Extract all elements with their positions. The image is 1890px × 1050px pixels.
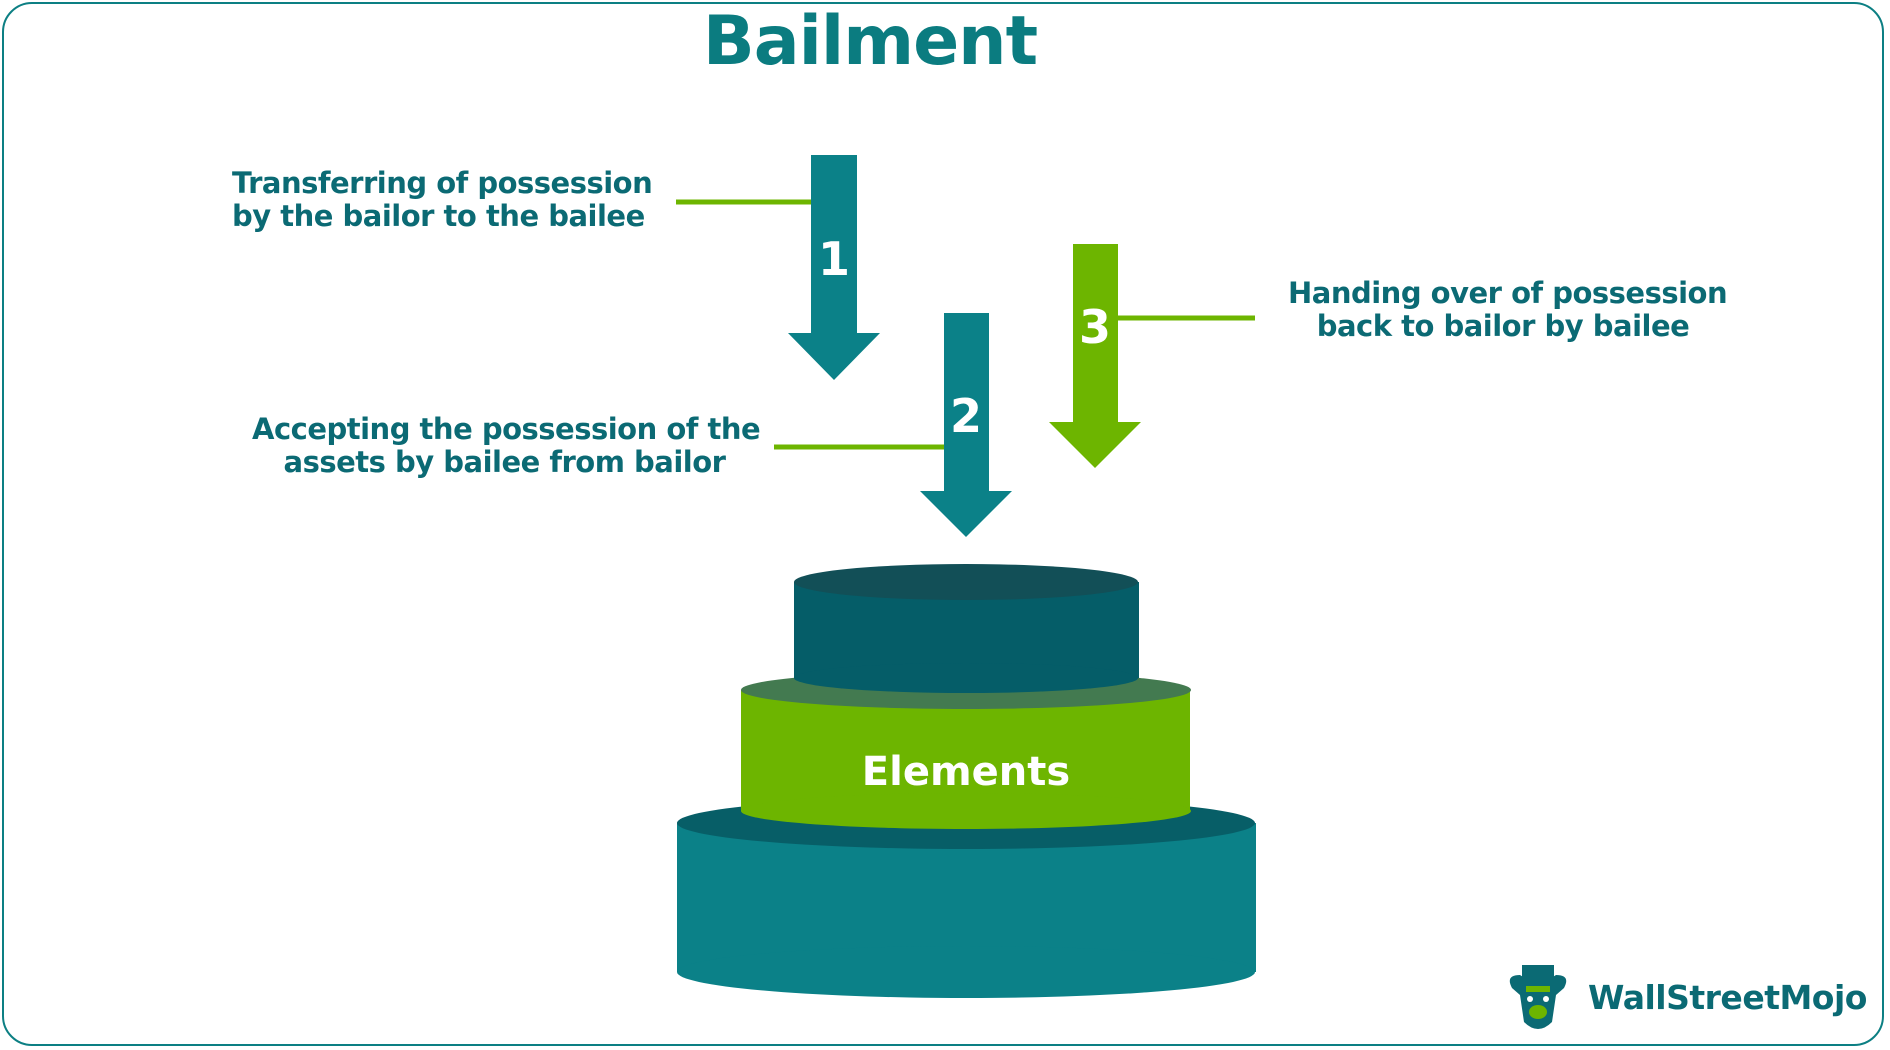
diagram-title: Bailment bbox=[702, 2, 1038, 81]
step-2-text: Accepting the possession of the assets b… bbox=[252, 412, 761, 479]
wallstreetmojo-logo-icon bbox=[1509, 965, 1567, 1029]
step-1-text: Transferring of possession by the bailor… bbox=[232, 166, 653, 233]
brand-name: WallStreetMojo bbox=[1588, 978, 1867, 1017]
arrow-down-icon-2 bbox=[920, 313, 1012, 537]
arrow-down-icon-3 bbox=[1049, 244, 1141, 468]
cylinder-tier-top bbox=[794, 564, 1139, 693]
step-number-3: 3 bbox=[1079, 300, 1111, 354]
arrow-down-icon-1 bbox=[788, 155, 880, 380]
center-label: Elements bbox=[862, 749, 1070, 795]
step-3-text: Handing over of possession back to bailo… bbox=[1288, 276, 1728, 343]
step-number-2: 2 bbox=[950, 389, 982, 443]
step-number-1: 1 bbox=[818, 232, 850, 286]
